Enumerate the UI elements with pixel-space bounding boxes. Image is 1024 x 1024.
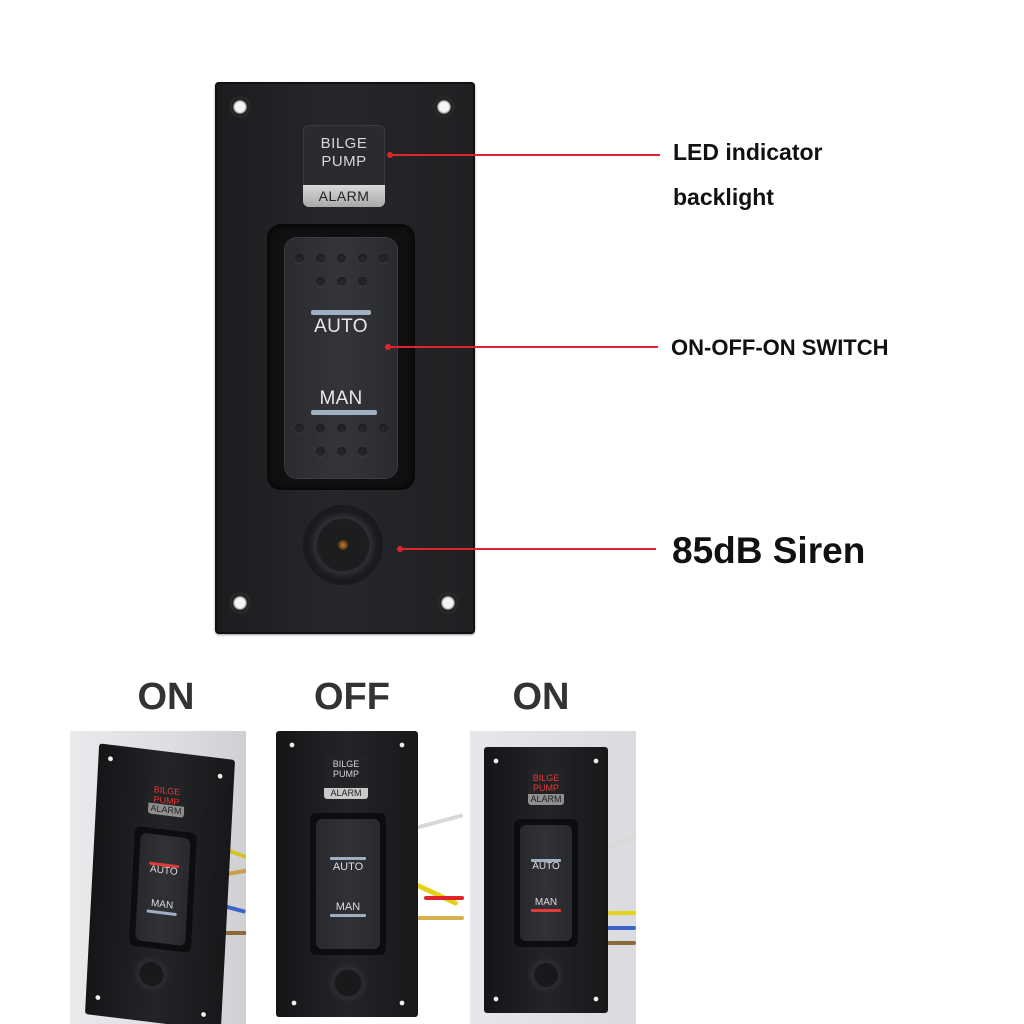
leader-line-switch <box>388 346 658 348</box>
label-line-bilge: BILGE <box>320 135 368 152</box>
label-plate-top: BILGE PUMP <box>303 125 385 171</box>
leader-line-siren <box>400 548 656 550</box>
screw-top-left-icon <box>229 96 251 118</box>
state-label-on-right: ON <box>512 676 570 718</box>
callout-led-line1: LED indicator <box>673 139 823 165</box>
label-line-pump: PUMP <box>321 153 367 170</box>
siren-speaker <box>303 505 383 585</box>
bilge-pump-label-plate: BILGE PUMP ALARM <box>303 125 385 207</box>
mini1-auto: AUTO <box>149 863 178 879</box>
switch-label-man: MAN <box>319 388 363 409</box>
rocker-well: AUTO MAN <box>267 224 415 490</box>
mini2-auto: AUTO <box>332 861 364 873</box>
label-alarm: ALARM <box>303 185 385 207</box>
state-label-on-left: ON <box>137 676 195 718</box>
switch-label-auto: AUTO <box>314 316 368 337</box>
screw-top-right-icon <box>433 96 455 118</box>
state-label-off: OFF <box>314 676 390 718</box>
grip-dots-bottom <box>293 424 389 456</box>
rocker-switch[interactable]: AUTO MAN <box>285 238 397 478</box>
auto-indicator-bar <box>311 310 371 315</box>
mini2-man: MAN <box>335 901 361 913</box>
mini3-man: MAN <box>534 897 558 908</box>
mini3-auto: AUTO <box>532 861 560 872</box>
callout-switch: ON-OFF-ON SWITCH <box>671 335 889 360</box>
man-indicator-bar <box>311 410 377 415</box>
switch-panel: BILGE PUMP ALARM AUTO MAN <box>215 82 475 634</box>
callout-led-line2: backlight <box>673 184 774 210</box>
screw-bottom-left-icon <box>229 592 251 614</box>
callout-siren: 85dB Siren <box>672 530 866 571</box>
leader-line-led <box>390 154 660 156</box>
siren-led-icon <box>338 540 348 550</box>
grip-dots-top <box>293 254 389 286</box>
screw-bottom-right-icon <box>437 592 459 614</box>
